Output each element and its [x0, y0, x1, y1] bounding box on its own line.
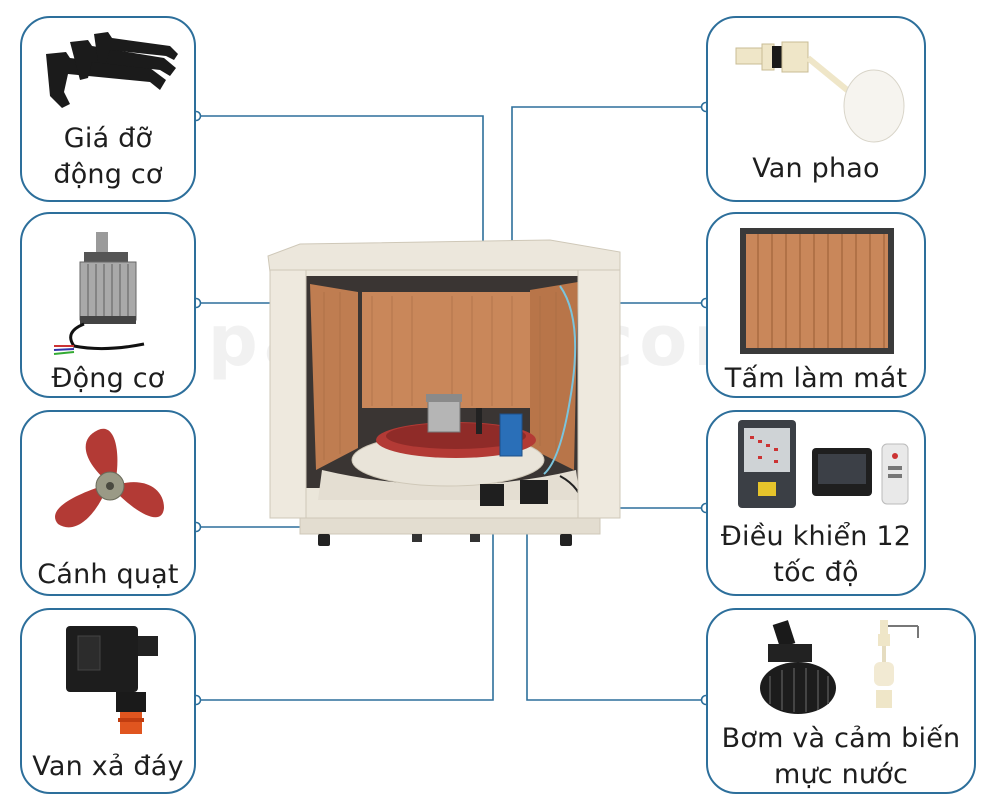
connector-fan-blade [196, 447, 394, 528]
label-motor-bracket-line2: động cơ [53, 159, 163, 190]
bracket-icon [40, 32, 180, 122]
label-pump-sensor-line2: mực nước [773, 759, 909, 790]
connector-cooling-pad [563, 302, 706, 377]
card-fan-blade: Cánh quạt [20, 410, 196, 596]
connector-float-valve [511, 106, 706, 410]
cooling-pad-icon [738, 226, 896, 356]
card-cooling-pad: Tấm làm mát [706, 212, 926, 398]
label-pump-sensor-line1: Bơm và cảm biến [721, 723, 961, 754]
fan-blade-icon [46, 424, 174, 544]
card-pump-sensor: Bơm và cảm biến mực nước [706, 608, 976, 794]
label-motor-bracket-line1: Giá đỡ [63, 123, 153, 154]
label-controller-line1: Điều khiển 12 [720, 521, 912, 552]
connector-pump [526, 498, 706, 701]
label-drain-valve: Van xả đáy [32, 751, 184, 782]
drain-valve-icon [58, 620, 168, 740]
motor-icon [44, 228, 174, 358]
connector-motor [196, 302, 441, 400]
connector-controller [520, 429, 706, 509]
label-controller-line2: tốc độ [773, 557, 859, 588]
connector-drain-valve [196, 500, 494, 701]
card-motor: Động cơ [20, 212, 196, 398]
card-float-valve: Van phao [706, 16, 926, 202]
label-motor: Động cơ [51, 363, 165, 394]
card-motor-bracket: Giá đỡ động cơ [20, 16, 196, 202]
label-cooling-pad: Tấm làm mát [724, 363, 908, 394]
label-fan-blade: Cánh quạt [37, 559, 179, 590]
card-drain-valve: Van xả đáy [20, 608, 196, 794]
card-controller: Điều khiển 12 tốc độ [706, 410, 926, 596]
label-float-valve: Van phao [752, 153, 880, 184]
pump-icon [758, 618, 938, 718]
controller-icon [736, 418, 916, 512]
float-valve-icon [732, 36, 912, 146]
